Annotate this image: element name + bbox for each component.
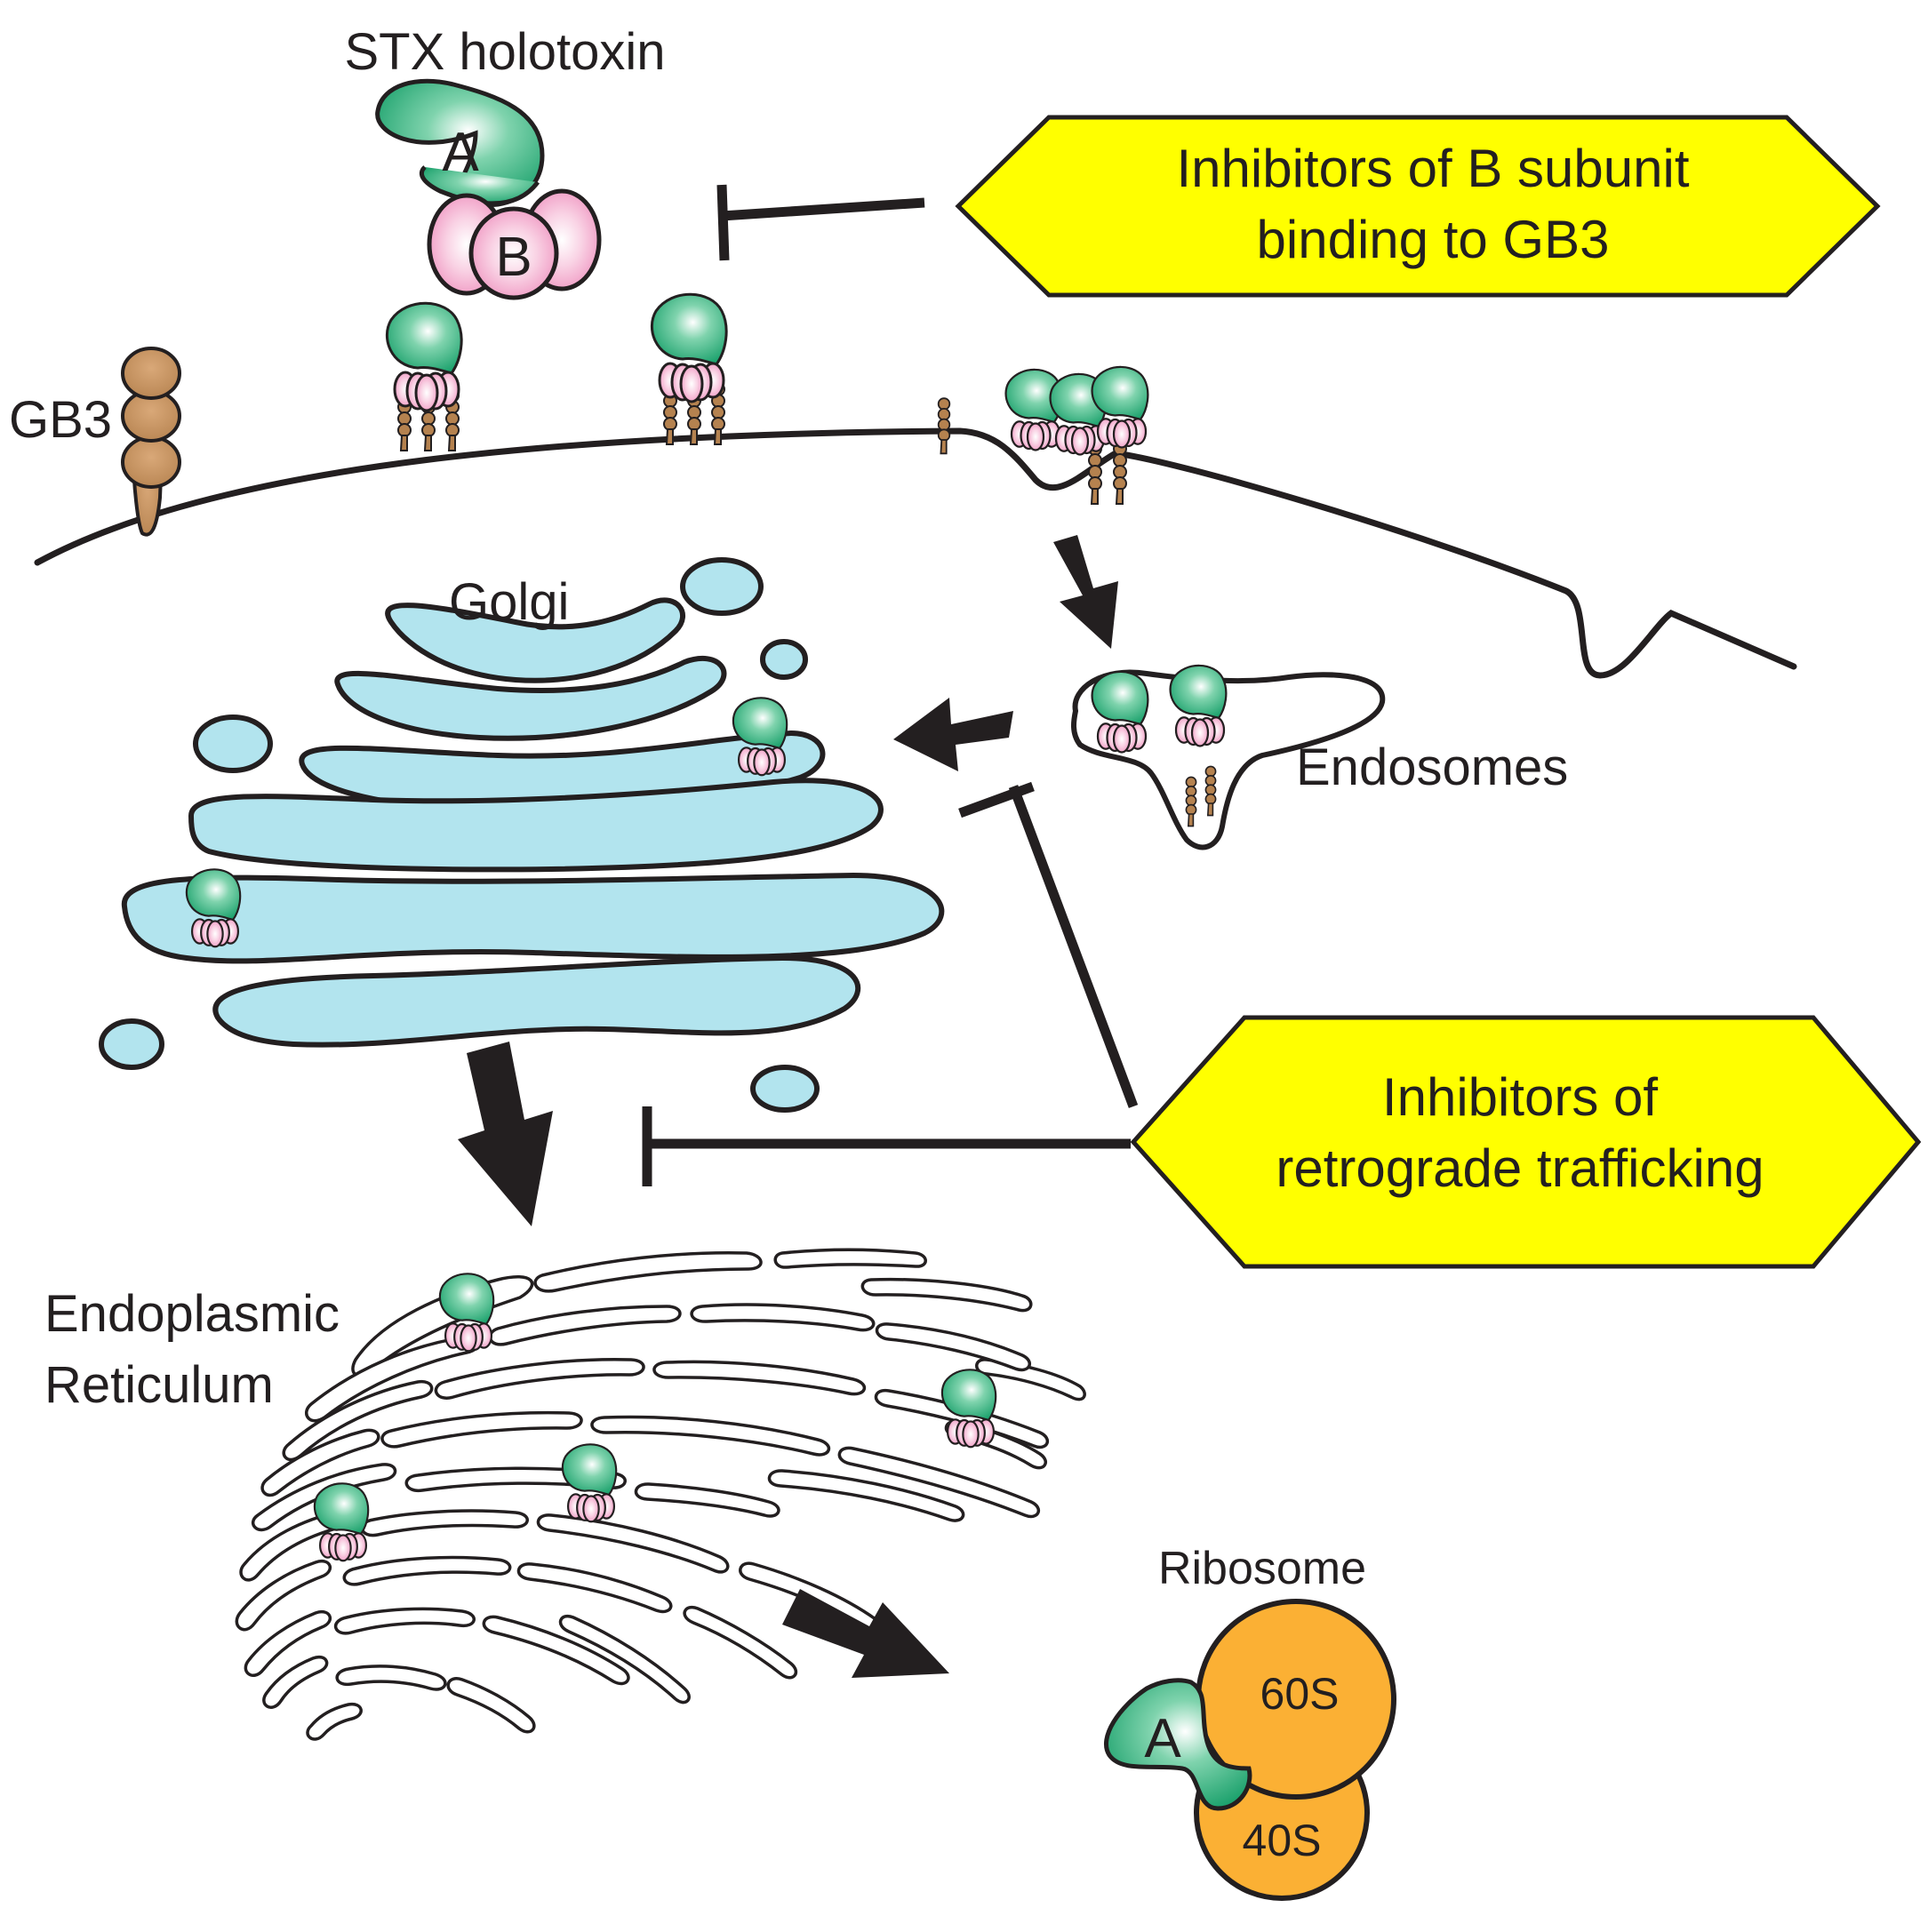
gb3-label: GB3 [9, 391, 112, 449]
golgi-label: Golgi [449, 573, 569, 631]
inhibitor-trafficking-line2: retrograde trafficking [1276, 1138, 1764, 1198]
arrow-to-endosome [1053, 535, 1118, 649]
arrow-to-ribosome [782, 1589, 949, 1678]
er-label-line2: Reticulum [44, 1356, 274, 1414]
a-letter: A [442, 122, 479, 183]
ribosome-a-letter: A [1144, 1708, 1181, 1769]
inhibitor-trafficking-line1: Inhibitors of [1382, 1067, 1658, 1127]
inhibitor-binding-line1: Inhibitors of B subunit [1176, 139, 1689, 198]
golgi-apparatus [99, 557, 945, 1113]
er-label-line1: Endoplasmic [44, 1285, 340, 1343]
ribosome-a-subunit [1103, 1678, 1252, 1811]
inhibition-line-endosome-golgi [958, 781, 1139, 1108]
bound-toxin-1 [385, 301, 463, 451]
arrow-to-er [458, 1042, 553, 1226]
ribosome: A 60S 40S [1103, 1599, 1396, 1901]
stx-holotoxin: A B [375, 78, 602, 300]
inhibitor-binding-line2: binding to GB3 [1257, 210, 1610, 269]
plasma-membrane [34, 427, 1797, 679]
inhibition-line-golgi-er [642, 1106, 1131, 1186]
b-subunit-center [468, 206, 559, 300]
ribosome-60s-label: 60S [1260, 1669, 1340, 1719]
gb3-receptor [121, 347, 181, 537]
ribosome-label: Ribosome [1158, 1543, 1366, 1594]
bound-toxin-2 [650, 292, 728, 445]
inhibitor-trafficking-box: Inhibitors of retrograde trafficking [1130, 1015, 1922, 1269]
ribosome-40s-label: 40S [1243, 1816, 1322, 1865]
arrow-to-golgi [893, 698, 1013, 771]
stx-holotoxin-label: STX holotoxin [344, 23, 665, 81]
inhibitor-binding-box: Inhibitors of B subunit binding to GB3 [955, 115, 1881, 298]
inhibition-line-binding [716, 184, 925, 261]
endosomes-label: Endosomes [1296, 738, 1568, 796]
b-letter: B [495, 227, 532, 288]
